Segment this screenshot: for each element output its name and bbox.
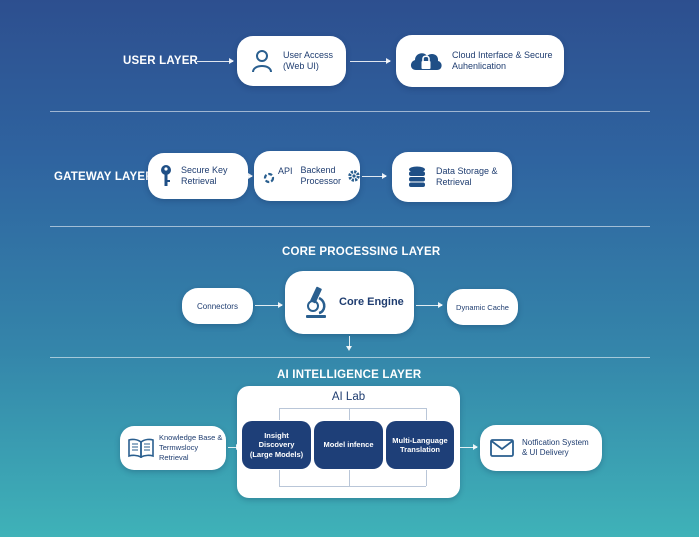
lab-line-top-left [279,408,280,420]
core-engine-node[interactable]: Core Engine [285,271,414,334]
data-storage-label: Data Storage & Retrieval [436,166,498,187]
dynamic-cache-label: Dynamic Cache [456,302,509,312]
mail-icon [490,439,514,457]
data-storage-node[interactable]: Data Storage & Retrieval [392,152,512,202]
dynamic-cache-node[interactable]: Dynamic Cache [447,289,518,325]
user-access-node[interactable]: User Access (Web UI) [237,36,346,86]
arrow-core-to-cache [416,302,443,308]
multi-language-node[interactable]: Multi-Language Translation [386,421,454,469]
gateway-layer-label: GATEWAY LAYER [54,171,154,183]
ai-lab-title: AI Lab [331,391,366,403]
user-icon [251,49,273,73]
arrow-core-down [349,336,350,348]
api-link-icon [262,168,276,184]
api-label: API [278,166,293,176]
book-icon [128,438,154,458]
lab-line-top-mid [349,408,350,420]
connectors-node[interactable]: Connectors [182,288,253,324]
user-layer-label: USER LAYER [123,55,199,67]
arrow-kb-to-lab [228,444,241,450]
insight-discovery-node[interactable]: Insight Discovery (Large Models) [242,421,311,469]
arrow-core-down-head [346,346,352,351]
gear-icon [347,169,361,183]
key-icon [160,164,172,188]
arrow-user-layer [197,58,234,64]
database-icon [408,166,426,188]
secure-key-node[interactable]: Secure Key Retrieval [148,153,248,199]
lab-line-bottom [279,486,426,487]
cloud-interface-label: Cloud Interface & Secure Auhenlication [452,50,553,71]
divider-3 [50,357,650,358]
microscope-icon [303,286,329,320]
knowledge-base-label: Knowledge Base & Termwslocy Retrieval [159,433,223,462]
core-engine-label: Core Engine [339,296,404,308]
arrow-user-to-cloud [350,58,391,64]
core-layer-label: CORE PROCESSING LAYER [282,246,441,258]
divider-1 [50,111,650,112]
knowledge-base-node[interactable]: Knowledge Base & Termwslocy Retrieval [120,426,226,470]
arrow-api-to-storage [362,173,387,179]
api-backend-node[interactable]: API Backend Processor [254,151,360,201]
lab-line-top [279,408,426,409]
model-inference-node[interactable]: Model infence [314,421,383,469]
lab-line-bottom-mid [349,470,350,486]
notification-node[interactable]: Notfication System & UI Delivery [480,425,602,471]
arrow-lab-to-notify [459,444,478,450]
lab-line-bottom-right [426,470,427,486]
lab-line-top-right [426,408,427,420]
lab-line-bottom-left [279,470,280,486]
api-backend-label: Backend Processor [300,165,342,186]
cloud-interface-node[interactable]: Cloud Interface & Secure Auhenlication [396,35,564,87]
connectors-label: Connectors [197,301,238,311]
user-access-label: User Access (Web UI) [283,50,334,71]
cloud-lock-icon [408,46,444,76]
divider-2 [50,226,650,227]
notification-label: Notfication System & UI Delivery [522,438,589,457]
arrow-key-to-api [232,173,253,179]
secure-key-label: Secure Key Retrieval [181,165,228,186]
ai-layer-label: AI INTELLIGENCE LAYER [277,369,422,381]
arrow-connectors-to-core [255,302,283,308]
